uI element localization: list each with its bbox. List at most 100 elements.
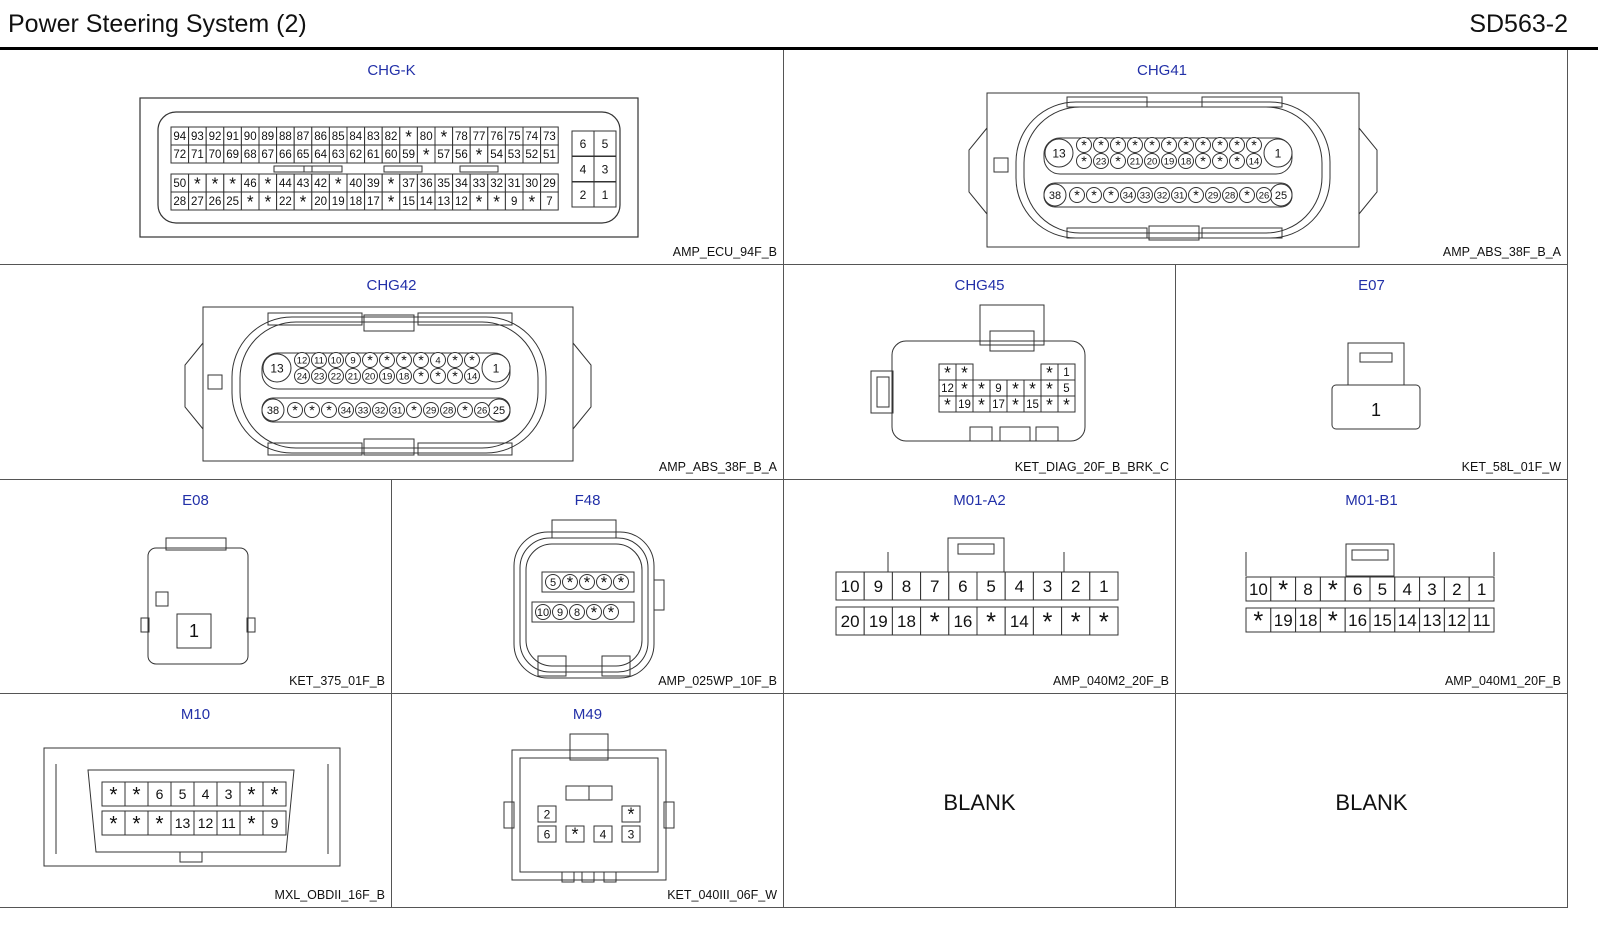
pin-label: * [264,191,271,211]
pin-label: 13 [437,196,450,208]
pin-label: 74 [525,131,538,143]
pin-cavity [1093,153,1109,169]
connector-code: AMP_040M1_20F_B [1444,674,1561,688]
pin-cell [262,781,287,807]
pin-cavity [1093,137,1109,153]
pin-cavity [1178,137,1194,153]
pin-label: 17 [367,196,380,208]
key-slot [273,165,313,173]
pin-cavity [1144,153,1160,169]
pin-label: 71 [191,149,204,161]
pin-label: * [423,144,430,164]
diagram-code: SD563-2 [1469,10,1568,38]
pin-label: 1 [602,188,609,202]
key-slot [383,165,423,173]
pin-label: 73 [543,131,556,143]
pin-label: * [1063,394,1070,414]
pin-label: 87 [297,131,310,143]
pin-label: * [367,353,373,369]
pin-label: 77 [473,131,486,143]
pin-label: 5 [1378,580,1387,599]
pin-label: 40 [349,178,362,190]
pin-label: 19 [382,371,393,382]
pin-cavity [430,352,446,368]
pin-cavity [1069,187,1085,203]
pin-cell [1468,576,1495,602]
pin-cell [1394,607,1421,633]
pin-cavity [396,368,412,384]
pin-cell [1089,606,1119,636]
pin-label: * [1098,138,1104,154]
pin-label: 38 [1049,190,1061,202]
pin-cavity [355,402,371,418]
pin-label: 18 [349,196,362,208]
pin-label: * [1200,154,1206,170]
pin-label: 6 [544,827,551,841]
connector-name: CHG42 [366,277,417,294]
pin-label: * [978,394,985,414]
pin-label: 18 [399,371,410,382]
pin-cavity [1246,137,1262,153]
pin-cell [863,606,893,636]
pin-label: 88 [279,131,292,143]
pin-label: 9 [874,577,883,596]
pin-label: 91 [226,131,239,143]
pin-label: 21 [348,371,359,382]
pin-cavity [1195,137,1211,153]
pin-label: 32 [490,178,503,190]
pin-cavity [1120,187,1136,203]
pin-cell [621,805,641,823]
pin-label: 5 [179,786,187,802]
pin-label: 82 [385,131,398,143]
pin-label: 19 [958,399,971,411]
connector-code: KET_DIAG_20F_B_BRK_C [1014,460,1169,474]
pin-label: 4 [1402,580,1411,599]
pin-label: * [1234,138,1240,154]
pin-label: * [1046,362,1053,382]
pin-label: * [1166,138,1172,154]
pin-label: * [247,813,255,836]
pin-label: 18 [897,612,916,631]
pin-cell [1319,607,1346,633]
pin-label: 32 [375,405,386,416]
pin-cell [1295,607,1321,633]
pin-label: * [1012,378,1019,398]
pin-label: * [584,574,591,592]
pin-label: 23 [1096,156,1107,167]
pin-label: 69 [226,149,239,161]
pin-cavity [430,368,446,384]
pin-label: 80 [420,131,433,143]
pin-label: * [1244,188,1250,204]
pin-label: * [944,362,951,382]
pin-cell [1369,576,1396,602]
pin-cavity [372,402,388,418]
key-slot [303,165,343,173]
pin-label: 7 [930,577,939,596]
pin-label: * [627,805,634,825]
pin-cavity [586,604,602,620]
pin-label: 14 [420,196,433,208]
pin-label: 28 [1225,190,1236,201]
connector-name: F48 [574,492,601,509]
pin-label: * [528,191,535,211]
pin-label: 46 [244,178,257,190]
pin-label: 67 [261,149,274,161]
pin-label: 50 [173,178,186,190]
pin-label: 3 [225,786,233,802]
pin-label: * [1328,576,1338,604]
pin-label: 12 [1447,611,1466,630]
pin-label: 31 [508,178,521,190]
pin-cell [835,606,865,636]
pin-cavity [1229,153,1245,169]
pin-label: * [418,353,424,369]
pin-label: * [1217,154,1223,170]
pin-cavity [1256,187,1272,203]
connector-code: MXL_OBDII_16F_B [274,888,385,902]
pin-cavity [1127,137,1143,153]
pin-label: * [411,403,417,419]
pin-cavity [447,368,463,384]
pin-label: 34 [341,405,352,416]
blank-label: BLANK [943,790,1016,815]
